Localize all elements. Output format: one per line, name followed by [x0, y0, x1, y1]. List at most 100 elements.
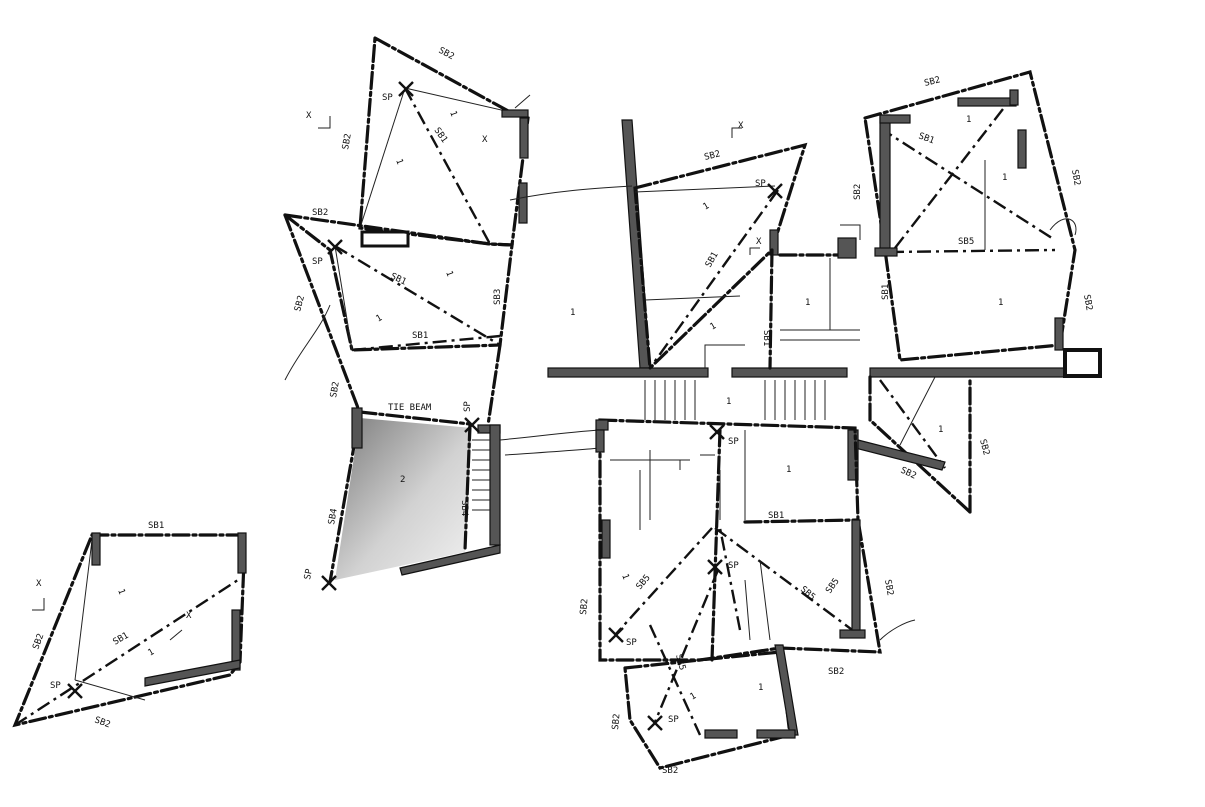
support-point-9	[647, 715, 663, 731]
label-sb1-5: SB1	[761, 330, 771, 346]
label-sb2-10: SB2	[1081, 294, 1094, 312]
label-sb2-2: SB2	[341, 133, 354, 151]
room-bottom-center	[623, 624, 799, 770]
label-span-14: 1	[938, 425, 943, 435]
label-sb2-6: SB2	[703, 149, 721, 163]
label-sb1-6: SB1	[917, 131, 936, 146]
label-span-11: 1	[1002, 173, 1007, 183]
label-x-6: X	[186, 611, 192, 621]
label-sp-10: SP	[50, 681, 61, 691]
label-sb1-7: SB1	[881, 284, 891, 300]
label-sb2-11: SB2	[899, 466, 918, 482]
label-sb5-2: SB5	[635, 573, 653, 592]
support-point-6	[709, 424, 725, 440]
support-point-10	[67, 683, 83, 699]
stair-central	[644, 380, 826, 420]
block-lower-center	[595, 418, 882, 723]
label-x-4: X	[756, 237, 762, 247]
label-span-12: 1	[966, 115, 971, 125]
room-center-small	[778, 224, 861, 341]
label-sb2-7: SB2	[923, 75, 941, 89]
label-sb5-4: SB5	[824, 577, 842, 596]
label-sp-3: SP	[463, 401, 473, 412]
label-span-13: 1	[726, 397, 731, 407]
label-sb2-18: SB2	[31, 632, 46, 651]
support-point-markers	[67, 81, 783, 731]
label-span-18: 1	[758, 683, 763, 693]
label-span-19: 1	[115, 588, 126, 597]
label-sb1-3: SB1	[412, 331, 428, 341]
label-sb4-2: SB4	[327, 508, 340, 526]
label-sb2-1: SB2	[437, 46, 456, 62]
support-point-3	[464, 417, 480, 433]
label-sb2-3: SB2	[312, 208, 328, 218]
label-sp-4: SP	[303, 568, 315, 581]
label-span-16: 1	[619, 573, 630, 582]
label-sb5-1: SB5	[958, 237, 974, 247]
label-sb1-4: SB1	[704, 250, 721, 269]
label-sb2-16: SB2	[611, 713, 622, 730]
label-x-2: X	[306, 111, 312, 121]
label-span-20: 1	[147, 647, 157, 658]
label-span-1: 1	[393, 158, 404, 167]
label-sb2-12: SB2	[977, 438, 991, 456]
room-shaded	[328, 407, 501, 584]
label-sp-6: SP	[728, 437, 739, 447]
label-sb2-8: SB2	[853, 184, 863, 200]
label-sb2-4: SB2	[293, 294, 307, 312]
label-sp-8: SP	[626, 638, 637, 648]
label-sb5-3: SB5	[798, 585, 817, 603]
label-span-10: 1	[998, 298, 1003, 308]
label-span-9: 1	[805, 298, 810, 308]
label-sb2-19: SB2	[93, 715, 112, 730]
label-sb2-13: SB2	[579, 598, 590, 615]
label-x-1: X	[482, 135, 488, 145]
label-x-5: X	[36, 579, 42, 589]
label-span-8: 1	[709, 321, 719, 332]
central-hall	[499, 119, 1101, 456]
stair-treads	[472, 439, 490, 511]
label-tie-beam: TIE BEAM	[388, 403, 432, 413]
label-span-17: 1	[689, 691, 699, 702]
label-sb5-5: SB5	[673, 653, 687, 671]
label-sp-9: SP	[668, 715, 679, 725]
label-sp-1: SP	[382, 93, 393, 103]
support-point-4	[321, 575, 337, 591]
label-sb2-14: SB2	[882, 579, 895, 597]
wing-right-lower	[847, 375, 972, 514]
label-sp-7: SP	[728, 561, 739, 571]
label-sb2-15: SB2	[828, 667, 844, 677]
label-span-2: 1	[447, 110, 458, 119]
label-span-4: 1	[375, 313, 385, 324]
pavilion-bottom-left	[12, 532, 247, 728]
label-sb3: SB3	[493, 289, 503, 305]
label-span-5: 2	[400, 475, 405, 485]
support-point-2	[327, 239, 343, 255]
label-x-3: X	[738, 121, 744, 131]
support-point-7	[707, 559, 723, 575]
support-point-1	[398, 81, 414, 97]
label-span-3: 1	[443, 270, 454, 279]
support-point-5	[767, 183, 783, 199]
label-sp-2: SP	[312, 257, 323, 267]
label-sb2-17: SB2	[662, 766, 678, 776]
axis-glyphs	[32, 94, 1077, 641]
text-labels: SB2 SB2 SP SB1 X X 1 1 SB2 SP SB2 SB1 SB…	[31, 46, 1093, 776]
label-sp-5: SP	[755, 179, 766, 189]
room-shade-fill	[335, 418, 472, 580]
label-sb1-9: SB1	[148, 521, 164, 531]
label-sb1-10: SB1	[112, 631, 131, 648]
label-sb1-8: SB1	[768, 511, 784, 521]
room-top-right	[863, 70, 1102, 378]
label-span-6: 1	[570, 308, 575, 318]
label-sb2-5: SB2	[329, 381, 342, 399]
wing-left	[279, 212, 514, 427]
label-sb4-1: SB4	[459, 500, 469, 516]
label-sb2-9: SB2	[1069, 169, 1082, 187]
support-point-8	[608, 627, 624, 643]
label-span-15: 1	[786, 465, 791, 475]
room-top-center	[633, 142, 808, 372]
label-span-7: 1	[702, 201, 712, 212]
